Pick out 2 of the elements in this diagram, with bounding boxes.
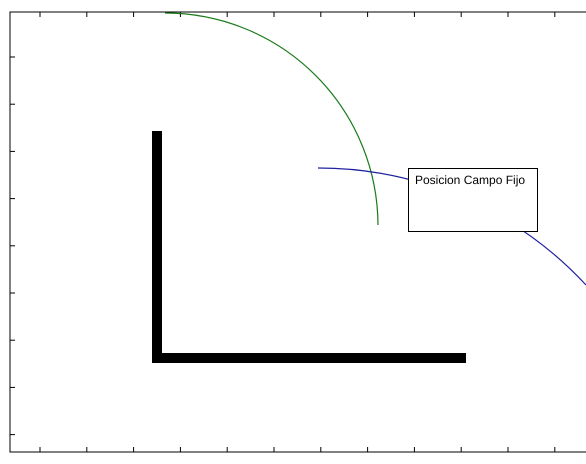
text-box xyxy=(408,168,538,232)
box-label: Posicion Campo Fijo xyxy=(415,173,526,188)
